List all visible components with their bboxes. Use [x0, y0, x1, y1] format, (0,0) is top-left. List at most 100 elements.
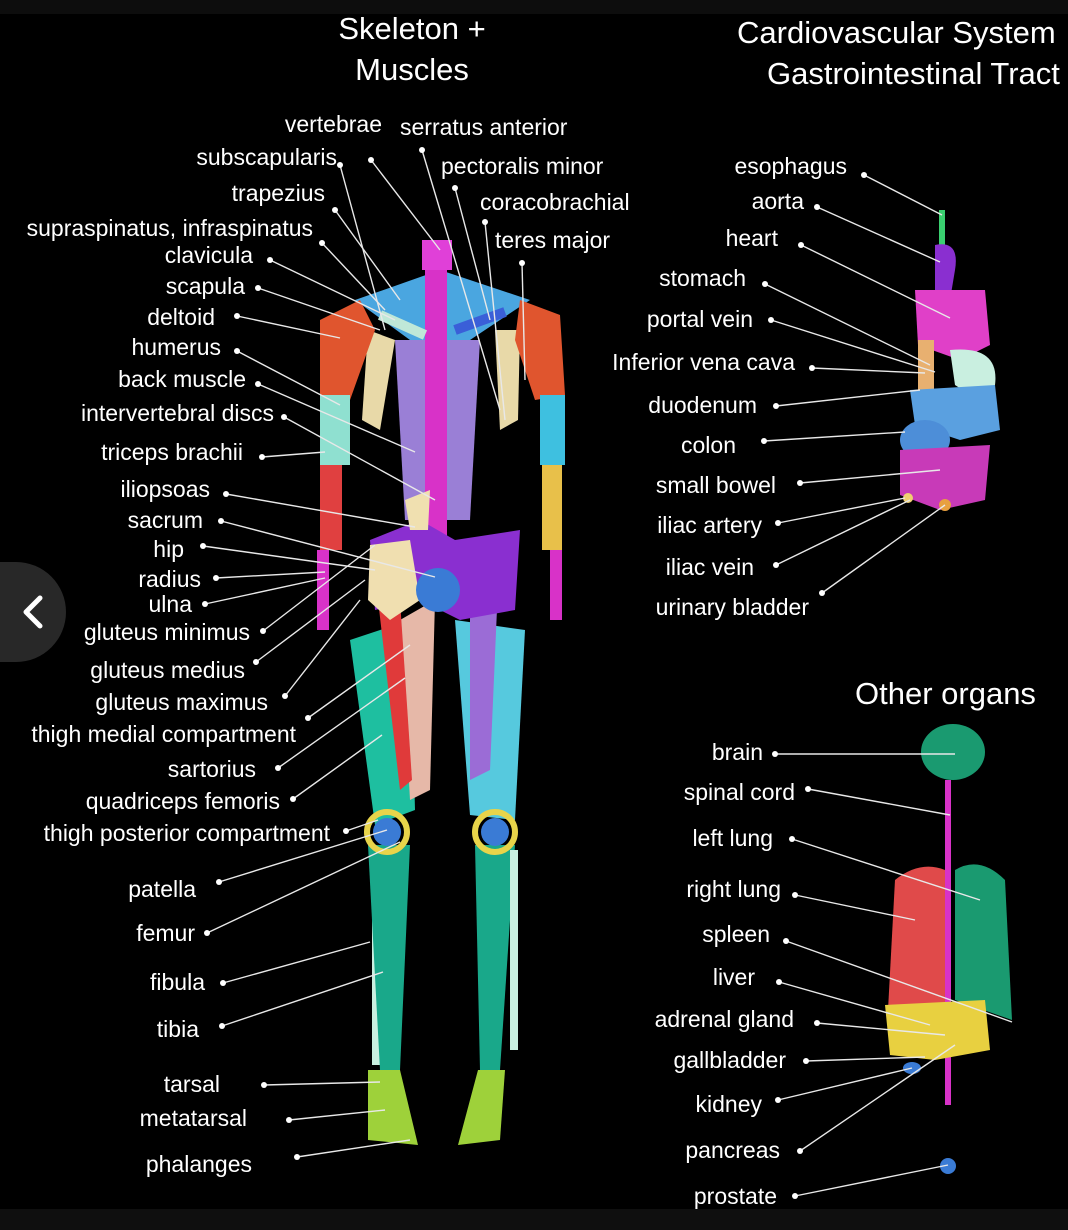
label-tarsal: tarsal [163, 1071, 220, 1097]
leader-line-prostate [794, 1164, 949, 1197]
label-left-lung: left lung [692, 825, 773, 851]
right-scapula [495, 330, 520, 430]
cardio-title-line2: Gastrointestinal Tract [767, 56, 1060, 91]
leader-dot-scapula [255, 285, 261, 291]
left-clavicle [377, 310, 428, 340]
leader-line-duodenum [775, 389, 921, 407]
skeleton-title-line1: Skeleton + [338, 11, 486, 46]
leader-dot-femur [204, 930, 210, 936]
left-scapula [362, 330, 395, 430]
leader-dot-coracobrachial [482, 219, 488, 225]
label-patella: patella [128, 876, 196, 902]
leader-dot-serratus-anterior [419, 147, 425, 153]
leader-dot-iliac-vein [773, 562, 779, 568]
leader-line-pectoralis-minor [454, 187, 491, 321]
left-hip [368, 540, 420, 620]
right-forearm [542, 465, 562, 550]
label-thigh-posterior-compartment: thigh posterior compartment [43, 820, 330, 846]
label-portal-vein: portal vein [646, 306, 753, 332]
leader-line-back-muscle [257, 383, 416, 453]
label-esophagus: esophagus [734, 153, 847, 179]
other-organs-title: Other organs [855, 676, 1036, 711]
label-triceps-brachii: triceps brachii [101, 439, 243, 465]
leader-line-quadriceps-femoris [292, 734, 383, 800]
label-small-bowel: small bowel [655, 472, 776, 498]
leader-dot-gluteus-maximus [282, 693, 288, 699]
label-inferior-vena-cava: Inferior vena cava [612, 349, 795, 375]
leader-dot-subscapularis [337, 162, 343, 168]
label-radius: radius [138, 566, 201, 592]
label-gluteus-maximus: gluteus maximus [95, 689, 268, 715]
leader-line-teres-major [521, 262, 526, 381]
right-knee [472, 809, 518, 855]
leader-line-right-lung [794, 894, 916, 921]
label-vertebrae: vertebrae [284, 111, 382, 137]
leader-line-aorta [816, 206, 941, 263]
chevron-left-icon [23, 595, 43, 629]
leader-line-tarsal [263, 1081, 381, 1086]
leader-dot-heart [798, 242, 804, 248]
cardio-title: Cardiovascular System Gastrointestinal T… [737, 12, 1060, 94]
label-serratus-anterior: serratus anterior [400, 114, 568, 140]
label-back-muscle: back muscle [118, 366, 246, 392]
leader-line-spinal-cord [807, 788, 951, 816]
right-clavicle [453, 307, 507, 335]
leader-dot-spinal-cord [805, 786, 811, 792]
skeleton-title: Skeleton + Muscles [338, 8, 485, 90]
leader-dot-small-bowel [797, 480, 803, 486]
label-scapula: scapula [165, 273, 245, 299]
right-lung-shape [888, 866, 945, 1010]
leader-line-metatarsal [288, 1109, 386, 1121]
right-deltoid [515, 300, 565, 400]
leader-dot-stomach [762, 281, 768, 287]
iliac-shape [903, 493, 913, 503]
leader-line-esophagus [863, 174, 943, 216]
label-trapezius: trapezius [231, 180, 325, 206]
label-aorta: aorta [751, 188, 804, 214]
leader-dot-quadriceps-femoris [290, 796, 296, 802]
leader-dot-gluteus-medius [253, 659, 259, 665]
leader-dot-colon [761, 438, 767, 444]
right-upper-arm [540, 395, 565, 465]
leader-line-coracobrachial [484, 221, 506, 421]
leader-line-urinary-bladder [821, 504, 946, 594]
leader-line-clavicula [269, 259, 396, 321]
leader-line-pancreas [799, 1044, 956, 1152]
leader-line-gluteus-medius [255, 579, 366, 663]
label-spinal-cord: spinal cord [683, 779, 795, 805]
leader-line-heart [800, 244, 951, 319]
left-deltoid [320, 300, 375, 400]
label-liver: liver [712, 964, 755, 990]
cardio-title-line1: Cardiovascular System [737, 15, 1056, 50]
leader-line-iliac-artery [777, 497, 906, 524]
label-phalanges: phalanges [145, 1151, 252, 1177]
leader-line-thigh-posterior-compartment [345, 819, 379, 832]
label-gallbladder: gallbladder [673, 1047, 786, 1073]
leader-dot-tarsal [261, 1082, 267, 1088]
leader-line-triceps-brachii [261, 451, 326, 458]
leader-dot-iliac-artery [775, 520, 781, 526]
left-forearm [320, 465, 342, 550]
label-ulna: ulna [148, 591, 192, 617]
leader-dot-thigh-medial-compartment [305, 715, 311, 721]
leader-line-humerus [236, 350, 341, 406]
right-foot [458, 1070, 505, 1145]
leader-line-trapezius [334, 209, 401, 301]
leader-dot-pectoralis-minor [452, 185, 458, 191]
small-bowel-shape [900, 445, 990, 510]
leader-line-femur [206, 841, 401, 934]
organs-figure [885, 724, 1012, 1174]
leader-dot-liver [776, 979, 782, 985]
label-iliac-vein: iliac vein [665, 554, 754, 580]
leader-dot-metatarsal [286, 1117, 292, 1123]
label-iliac-artery: iliac artery [657, 512, 762, 538]
leader-dot-adrenal-gland [814, 1020, 820, 1026]
leader-line-ulna [204, 577, 326, 605]
leader-dot-esophagus [861, 172, 867, 178]
leader-dot-intervertebral-discs [281, 414, 287, 420]
leader-line-adrenal-gland [816, 1022, 946, 1036]
label-teres-major: teres major [495, 227, 611, 253]
leader-line-iliac-vein [775, 499, 911, 566]
leader-line-left-lung [791, 838, 981, 901]
top-bar [0, 0, 1068, 14]
